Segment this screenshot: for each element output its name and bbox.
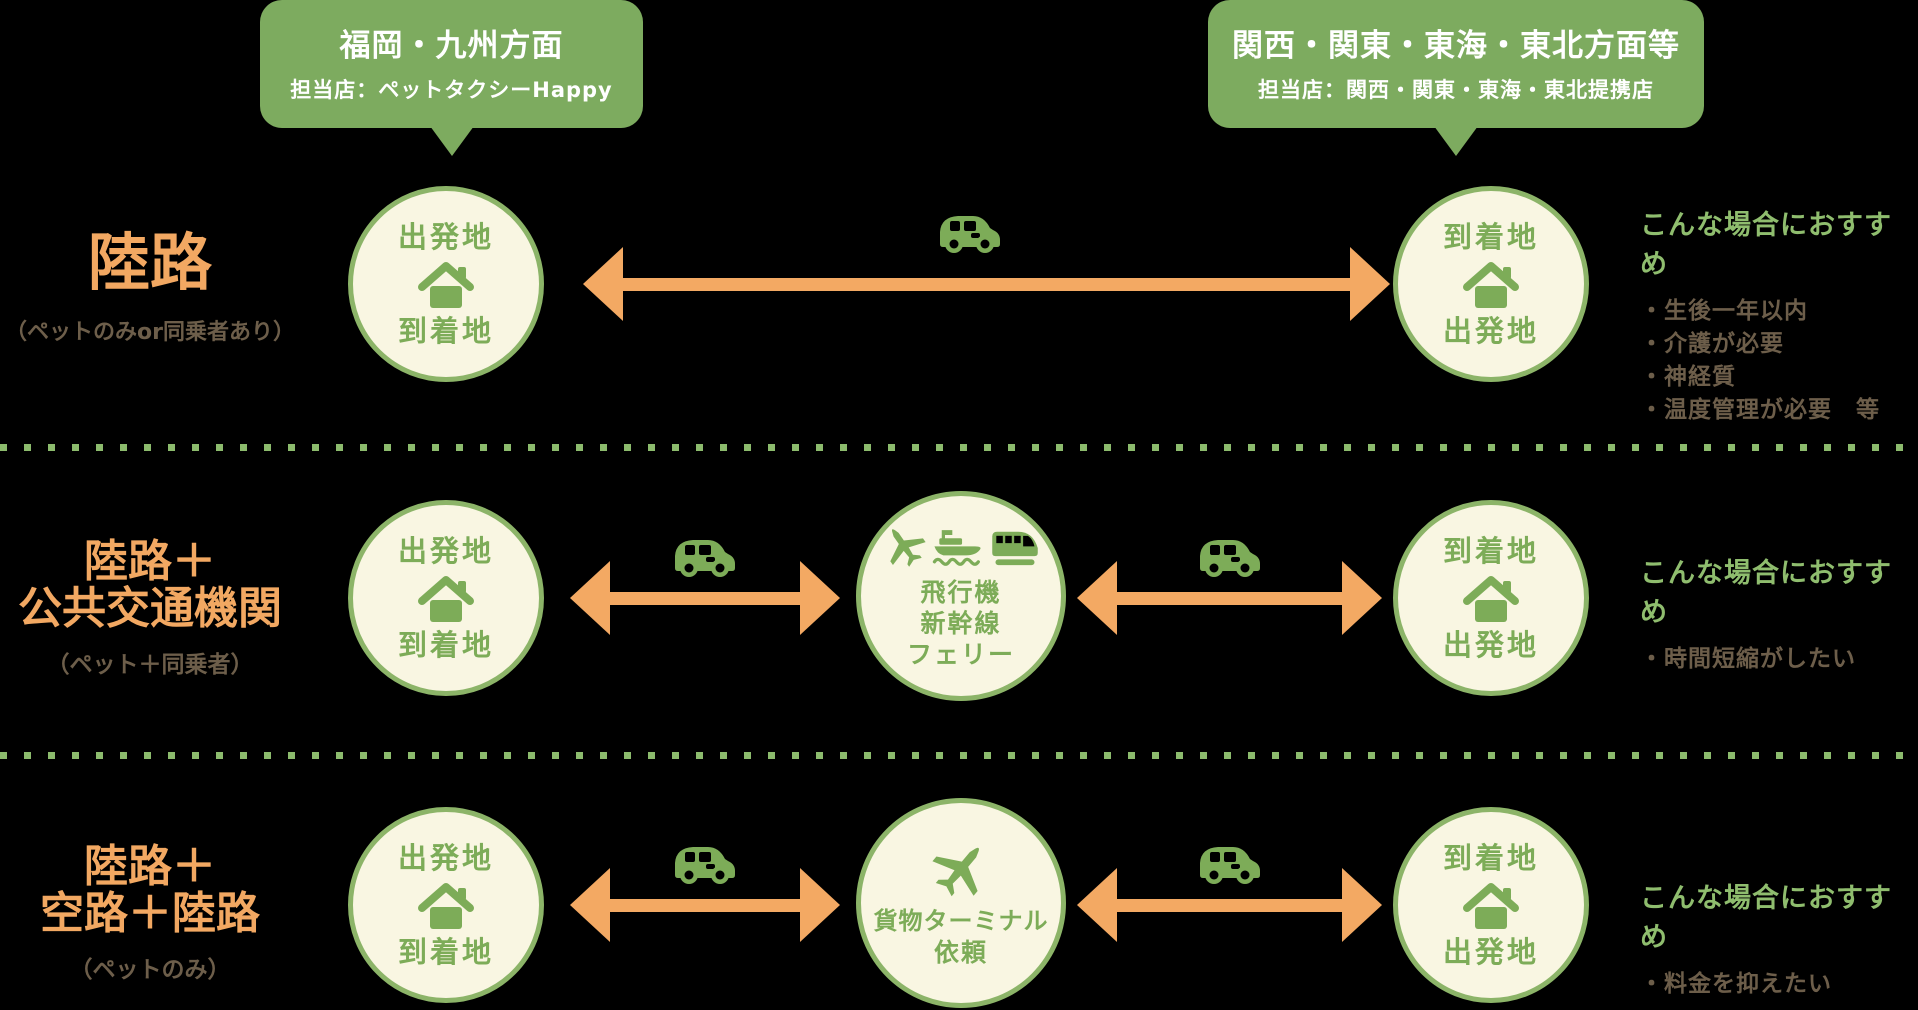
route-name: 陸路＋: [84, 536, 216, 587]
header-title: 関西・関東・東海・東北方面等: [1232, 28, 1680, 64]
place-label-top: 到着地: [1442, 534, 1539, 568]
cargo-line: 貨物ターミナル: [873, 907, 1049, 935]
row2-transit-circle: 飛行機 新幹線 フェリー: [856, 491, 1066, 701]
car-icon: [675, 540, 735, 577]
arrow-shaft: [1117, 591, 1342, 605]
arrowhead-left-icon: [583, 247, 623, 321]
arrowhead-left-icon: [1077, 561, 1117, 635]
arrow-shaft: [610, 898, 800, 912]
place-label-bottom: 到着地: [397, 935, 494, 969]
route-note: （ペットのみ）: [69, 957, 231, 983]
row2-left-arrow: [570, 561, 840, 635]
header-bubble-kansai: 関西・関東・東海・東北方面等 担当店：関西・関東・東海・東北提携店: [1208, 0, 1704, 156]
place-label-bottom: 出発地: [1442, 628, 1539, 662]
cargo-airplane-icon: [932, 847, 979, 897]
car-icon: [1200, 540, 1260, 577]
place-label-bottom: 到着地: [397, 314, 494, 348]
shinkansen-icon: [992, 531, 1038, 565]
row1-origin-circle: 出発地 到着地: [348, 186, 544, 382]
row1-destination-circle: 到着地 出発地: [1393, 186, 1589, 382]
transit-line: フェリー: [906, 639, 1015, 669]
arrowhead-right-icon: [1350, 247, 1390, 321]
row3-recommendation: こんな場合におすすめ ・料金を抑えたい: [1640, 876, 1918, 1001]
arrowhead-left-icon: [570, 561, 610, 635]
recommendation-heading: こんな場合におすすめ: [1640, 558, 1892, 628]
car-icon: [940, 216, 1000, 253]
route-name-line2: 空路＋陸路: [40, 888, 260, 939]
header-bubble-fukuoka: 福岡・九州方面 担当店：ペットタクシーHappy: [260, 0, 643, 156]
transit-line: 飛行機: [920, 577, 1002, 607]
car-icon: [1200, 847, 1260, 884]
house-icon: [1463, 262, 1519, 308]
recommendation-item: ・神経質: [1640, 364, 1736, 390]
row3-cargo-circle: 貨物ターミナル 依頼: [856, 798, 1066, 1008]
house-icon: [418, 262, 474, 308]
header-subtitle: 担当店：関西・関東・東海・東北提携店: [1258, 78, 1654, 102]
recommendation-item: ・温度管理が必要 等: [1640, 397, 1880, 423]
arrow-shaft: [1117, 898, 1342, 912]
dotted-separator: [0, 444, 1918, 451]
place-label-bottom: 出発地: [1442, 314, 1539, 348]
house-icon: [418, 576, 474, 622]
row2-label: 陸路＋ 公共交通機関 （ペット＋同乗者）: [0, 538, 300, 679]
house-icon: [1463, 883, 1519, 929]
row3-destination-circle: 到着地 出発地: [1393, 807, 1589, 1003]
recommendation-item: ・介護が必要: [1640, 331, 1784, 357]
recommendation-item: ・生後一年以内: [1640, 298, 1808, 324]
row2-destination-circle: 到着地 出発地: [1393, 500, 1589, 696]
row3-right-arrow: [1077, 868, 1382, 942]
recommendation-item: ・時間短縮がしたい: [1640, 646, 1856, 672]
bubble-pointer-icon: [1434, 126, 1478, 156]
arrowhead-right-icon: [800, 868, 840, 942]
airplane-icon: [890, 528, 926, 567]
arrowhead-right-icon: [800, 561, 840, 635]
row2-right-arrow: [1077, 561, 1382, 635]
bubble-pointer-icon: [429, 126, 474, 156]
arrowhead-left-icon: [570, 868, 610, 942]
transit-line: 新幹線: [920, 608, 1002, 638]
arrow-shaft: [623, 277, 1350, 291]
house-icon: [418, 883, 474, 929]
ferry-icon: [932, 529, 981, 566]
place-label-top: 出発地: [397, 534, 494, 568]
header-title: 福岡・九州方面: [339, 28, 564, 64]
arrow-shaft: [610, 591, 800, 605]
dotted-separator: [0, 752, 1918, 759]
row3-origin-circle: 出発地 到着地: [348, 807, 544, 1003]
route-note: （ペット＋同乗者）: [46, 652, 254, 678]
route-name: 陸路＋: [84, 841, 216, 892]
route-name-line2: 公共交通機関: [18, 583, 282, 634]
car-icon: [675, 847, 735, 884]
cargo-line: 依頼: [933, 938, 988, 967]
place-label-top: 出発地: [397, 220, 494, 254]
place-label-top: 到着地: [1442, 841, 1539, 875]
row1-label: 陸路 （ペットのみor同乗者あり）: [0, 230, 300, 346]
arrowhead-right-icon: [1342, 868, 1382, 942]
route-note: （ペットのみor同乗者あり）: [5, 320, 295, 345]
row2-recommendation: こんな場合におすすめ ・時間短縮がしたい: [1640, 551, 1918, 676]
route-name: 陸路: [87, 226, 212, 299]
recommendation-heading: こんな場合におすすめ: [1640, 210, 1892, 280]
row1-arrow: [583, 247, 1390, 321]
recommendation-item: ・料金を抑えたい: [1640, 971, 1832, 997]
place-label-top: 出発地: [397, 841, 494, 875]
place-label-bottom: 到着地: [397, 628, 494, 662]
arrowhead-left-icon: [1077, 868, 1117, 942]
header-subtitle: 担当店：ペットタクシーHappy: [290, 78, 613, 102]
place-label-top: 到着地: [1442, 220, 1539, 254]
recommendation-heading: こんな場合におすすめ: [1640, 883, 1892, 953]
place-label-bottom: 出発地: [1442, 935, 1539, 969]
row3-left-arrow: [570, 868, 840, 942]
arrowhead-right-icon: [1342, 561, 1382, 635]
row1-recommendation: こんな場合におすすめ ・生後一年以内 ・介護が必要 ・神経質 ・温度管理が必要 …: [1640, 203, 1918, 427]
row2-origin-circle: 出発地 到着地: [348, 500, 544, 696]
house-icon: [1463, 576, 1519, 622]
row3-label: 陸路＋ 空路＋陸路 （ペットのみ）: [0, 843, 300, 984]
